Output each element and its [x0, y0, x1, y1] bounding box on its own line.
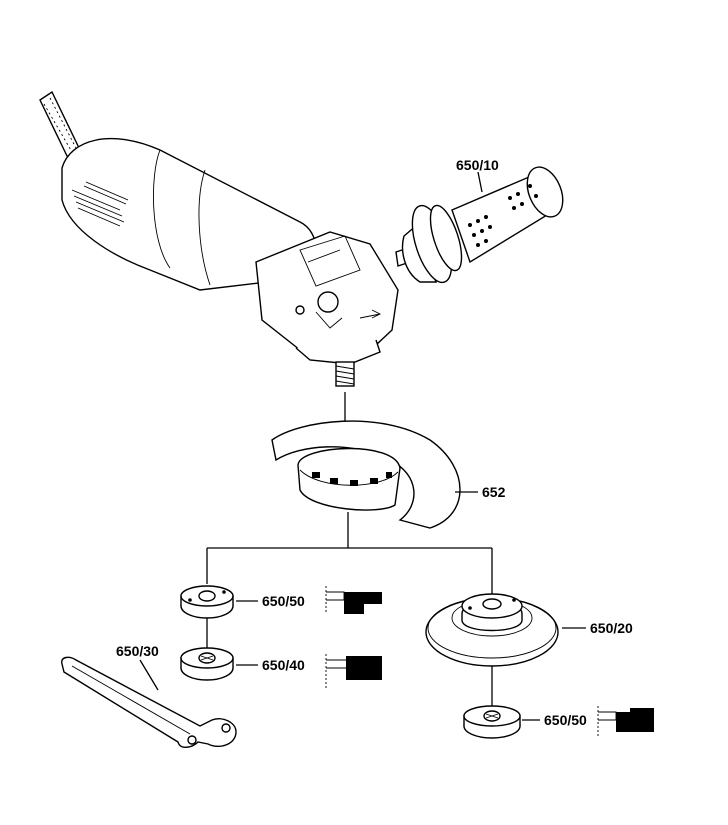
angle-grinder	[39, 90, 399, 387]
nut-profile-icon	[325, 654, 382, 690]
power-cord	[39, 90, 81, 160]
two-pin-spanner	[61, 656, 237, 748]
label-650-10: 650/10	[456, 157, 499, 173]
label-650-50-bottom: 650/50	[544, 712, 587, 728]
clamping-nut	[180, 647, 234, 681]
spindle-lock-button	[317, 291, 339, 313]
flange-profile-icon-bottom	[597, 706, 654, 736]
label-650-30: 650/30	[116, 643, 159, 659]
label-650-50-top: 650/50	[262, 593, 305, 609]
mounting-flange-top	[180, 585, 234, 619]
label-650-40: 650/40	[262, 657, 305, 673]
label-652: 652	[482, 484, 506, 500]
label-650-20: 650/20	[590, 620, 633, 636]
flange-profile-icon-top	[325, 586, 382, 614]
wheel-guard	[271, 420, 461, 529]
spindle	[335, 361, 355, 387]
mounting-flange-bottom	[463, 705, 521, 739]
backing-pad	[425, 593, 559, 667]
auxiliary-handle	[395, 166, 564, 284]
vent-slots	[71, 181, 129, 227]
